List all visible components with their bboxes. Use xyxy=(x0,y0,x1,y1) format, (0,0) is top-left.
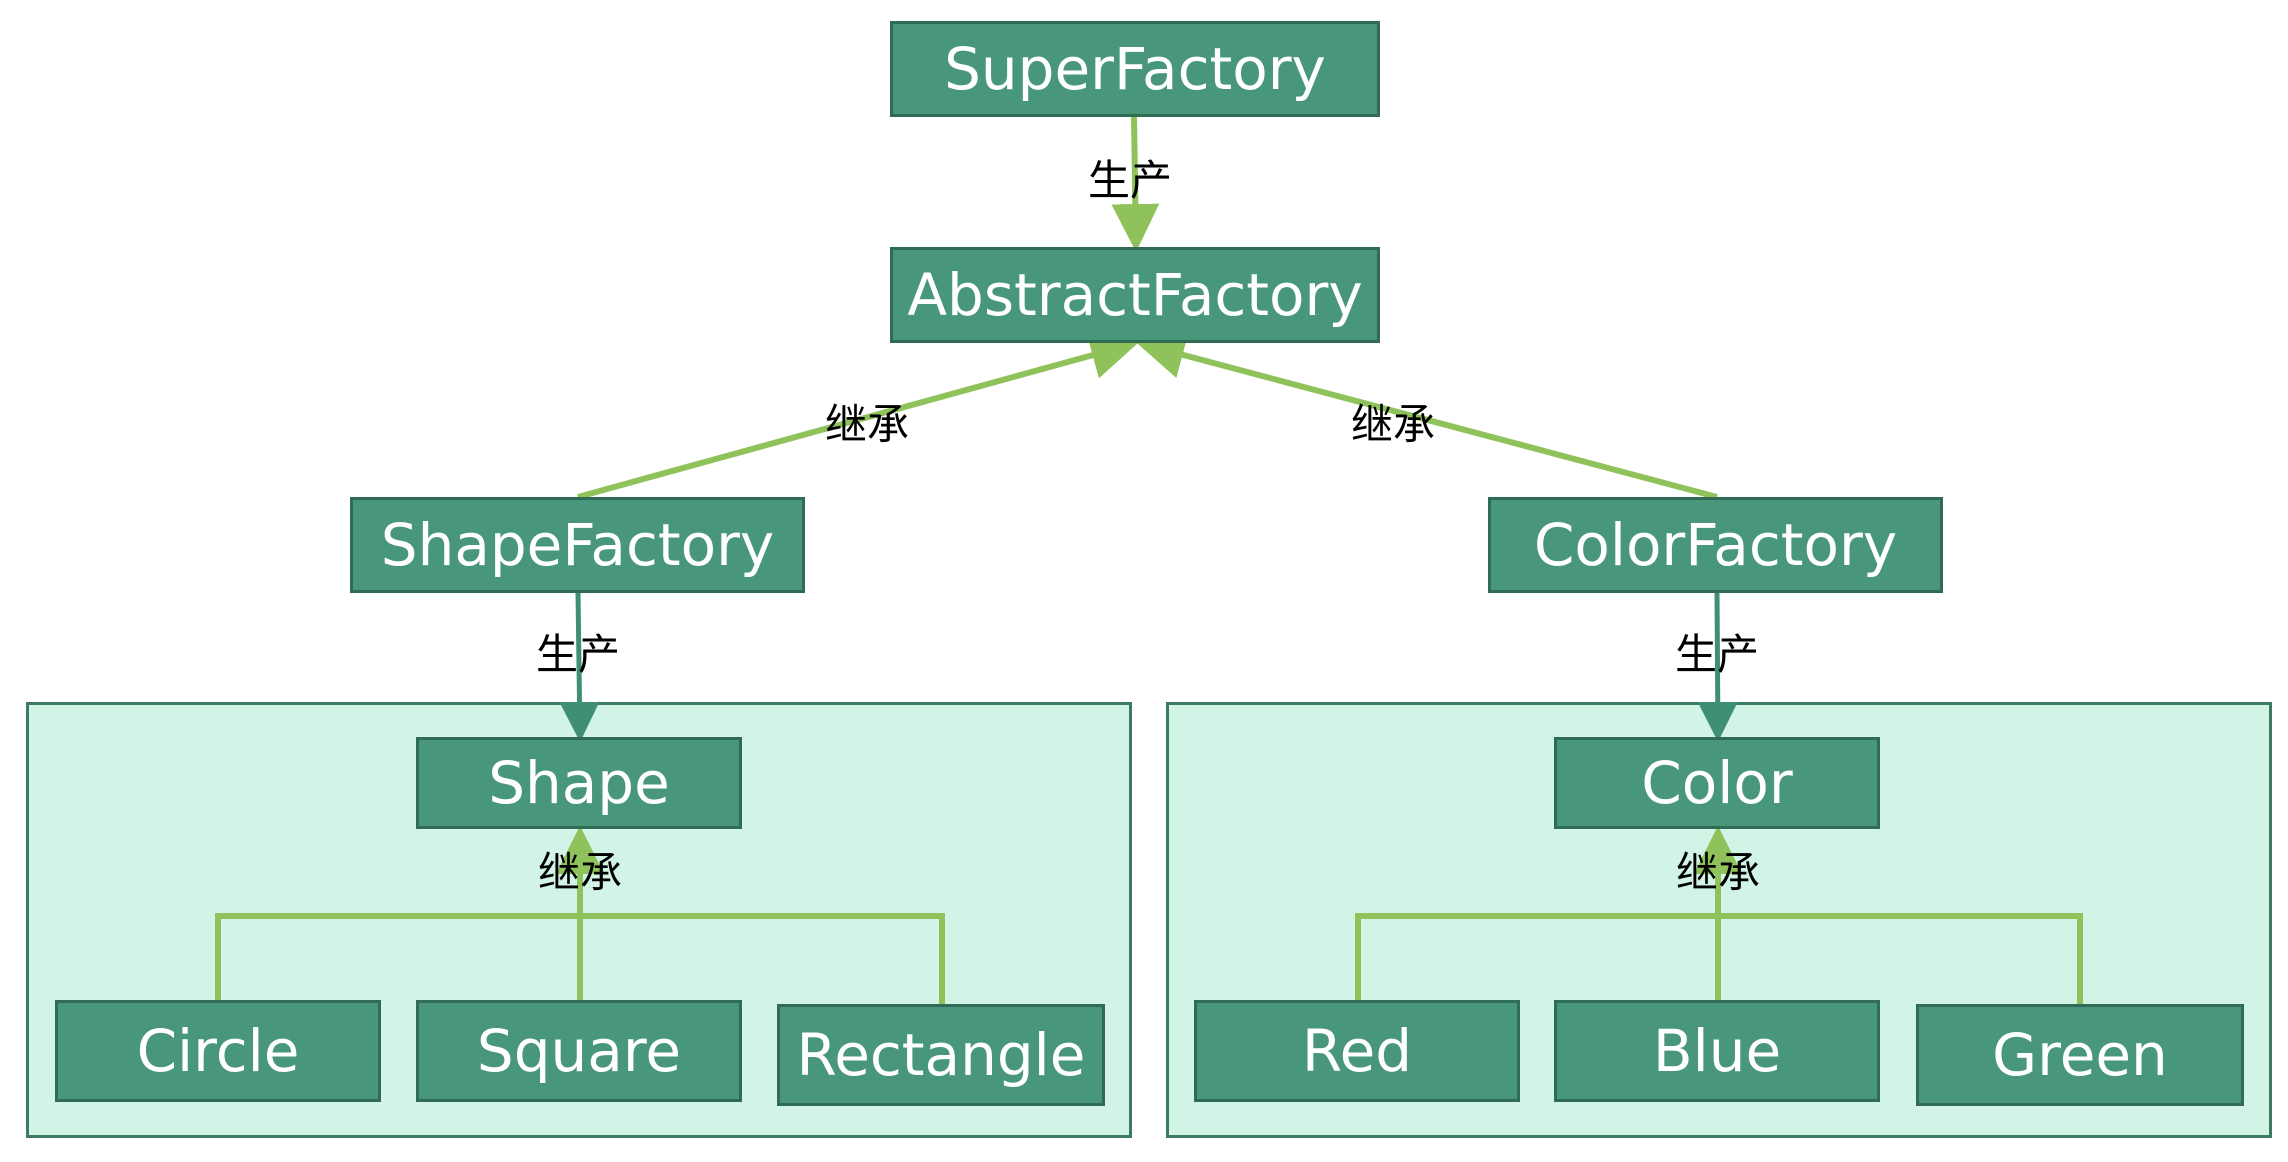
node-shape: Shape xyxy=(416,737,742,829)
node-green: Green xyxy=(1916,1004,2244,1106)
edge-colorfactory-to-abstract xyxy=(1136,331,1718,500)
node-circle: Circle xyxy=(55,1000,381,1102)
node-square: Square xyxy=(416,1000,742,1102)
edge-shapefactory-to-shape xyxy=(559,592,600,742)
label-super-produce: 生产 xyxy=(1087,156,1173,205)
label-shapefactory-inherit: 继承 xyxy=(824,400,910,449)
edge-colorfactory-to-color xyxy=(1697,592,1738,742)
node-color-factory: ColorFactory xyxy=(1488,497,1943,593)
node-color: Color xyxy=(1554,737,1880,829)
label-colorfactory-inherit: 继承 xyxy=(1350,400,1436,449)
edge-rectangle-to-shape xyxy=(556,826,945,1004)
edge-circle-to-shape xyxy=(215,826,604,1000)
edge-shapefactory-to-abstract xyxy=(577,332,1139,500)
node-blue: Blue xyxy=(1554,1000,1880,1102)
label-shape-inherit: 继承 xyxy=(537,848,623,897)
edge-green-to-color xyxy=(1694,826,2083,1004)
node-abstract-factory: AbstractFactory xyxy=(890,247,1380,343)
node-red: Red xyxy=(1194,1000,1520,1102)
node-shape-factory: ShapeFactory xyxy=(350,497,805,593)
node-rectangle: Rectangle xyxy=(777,1004,1105,1106)
node-super-factory: SuperFactory xyxy=(890,21,1380,117)
edge-red-to-color xyxy=(1355,826,1742,1000)
label-colorfactory-produce: 生产 xyxy=(1674,630,1760,679)
label-color-inherit: 继承 xyxy=(1675,848,1761,897)
edge-super-to-abstract xyxy=(1111,116,1160,252)
label-shapefactory-produce: 生产 xyxy=(535,630,621,679)
